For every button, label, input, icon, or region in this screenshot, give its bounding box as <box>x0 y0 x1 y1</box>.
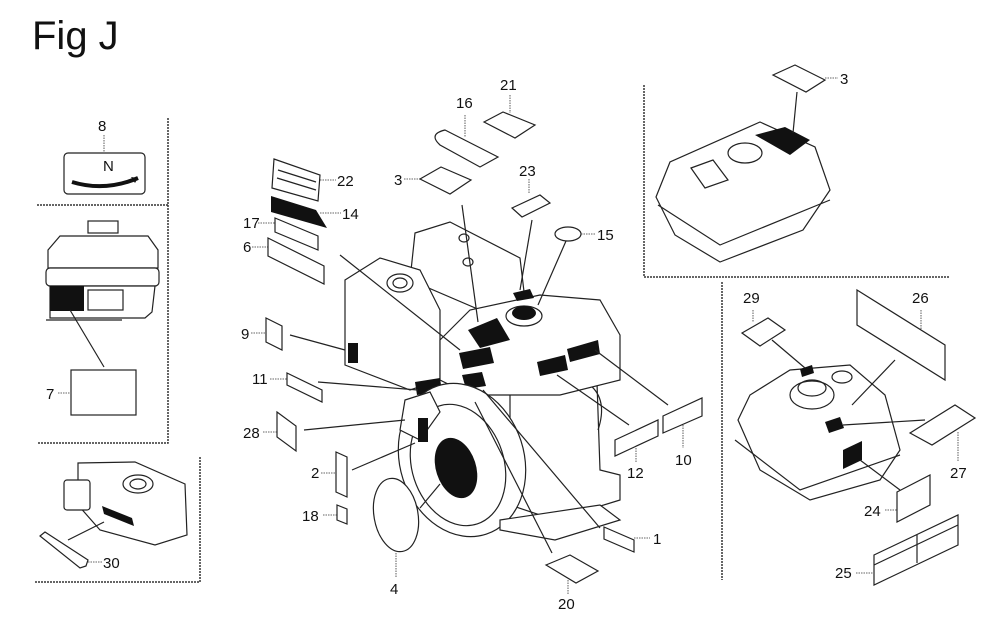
callout-6[interactable]: 6 <box>243 239 251 256</box>
decal-1 <box>603 526 635 553</box>
callout-21[interactable]: 21 <box>500 77 517 94</box>
callout-9[interactable]: 9 <box>241 326 249 343</box>
decal-3-center <box>418 166 473 195</box>
callout-12[interactable]: 12 <box>627 465 644 482</box>
decal-15 <box>554 226 582 242</box>
decal-14 <box>271 196 327 228</box>
callout-3-center[interactable]: 3 <box>394 172 402 189</box>
callout-27[interactable]: 27 <box>950 465 967 482</box>
decal-20 <box>544 554 600 584</box>
decal-18 <box>336 504 348 525</box>
decal-11 <box>286 372 323 403</box>
callout-10[interactable]: 10 <box>675 452 692 469</box>
callout-3-top[interactable]: 3 <box>840 71 848 88</box>
callout-17[interactable]: 17 <box>243 215 260 232</box>
callout-16[interactable]: 16 <box>456 95 473 112</box>
decal-10 <box>662 397 703 434</box>
decal-16 <box>434 129 500 168</box>
callout-28[interactable]: 28 <box>243 425 260 442</box>
callout-24[interactable]: 24 <box>864 503 881 520</box>
callout-8[interactable]: 8 <box>98 118 106 135</box>
figure-title: Fig J <box>32 14 119 58</box>
decal-25 <box>873 514 959 586</box>
decal-9 <box>265 317 283 351</box>
decal-28 <box>276 410 297 453</box>
decal-23 <box>510 194 552 218</box>
engine-main <box>344 221 622 541</box>
callout-30[interactable]: 30 <box>103 555 120 572</box>
decal-27 <box>908 404 977 446</box>
decal-22 <box>271 158 321 202</box>
choke-label-inset: N 8 <box>37 118 169 206</box>
callout-23[interactable]: 23 <box>519 163 536 180</box>
callout-25[interactable]: 25 <box>835 565 852 582</box>
air-cleaner-inset: 7 <box>37 205 169 444</box>
callout-22[interactable]: 22 <box>337 173 354 190</box>
callout-26[interactable]: 26 <box>912 290 929 307</box>
fuel-tank-inset: 29 26 27 24 25 <box>721 282 977 586</box>
callout-20[interactable]: 20 <box>558 596 575 613</box>
decal-21 <box>482 111 537 139</box>
decal-17 <box>274 217 319 251</box>
decal-12 <box>614 419 659 457</box>
callout-2[interactable]: 2 <box>311 465 319 482</box>
decal-2 <box>335 451 348 498</box>
choke-label-glyph: N <box>103 158 114 175</box>
callout-11[interactable]: 11 <box>252 371 268 388</box>
callout-18[interactable]: 18 <box>302 508 319 525</box>
center-decals: 21 16 3 22 14 17 6 23 <box>241 77 703 613</box>
decal-4 <box>372 477 420 553</box>
oil-alert-inset: 30 <box>34 457 201 583</box>
callout-1[interactable]: 1 <box>653 531 661 548</box>
decal-6 <box>267 237 325 285</box>
callout-7[interactable]: 7 <box>46 386 54 403</box>
callout-14[interactable]: 14 <box>342 206 359 223</box>
decal-29 <box>740 317 787 347</box>
decal-24 <box>896 474 931 523</box>
callout-15[interactable]: 15 <box>597 227 614 244</box>
decal-26 <box>856 288 946 382</box>
callout-4[interactable]: 4 <box>390 581 398 598</box>
decal-3-top <box>771 64 827 93</box>
callout-29[interactable]: 29 <box>743 290 760 307</box>
air-cleaner-top-inset: 3 <box>643 64 950 278</box>
